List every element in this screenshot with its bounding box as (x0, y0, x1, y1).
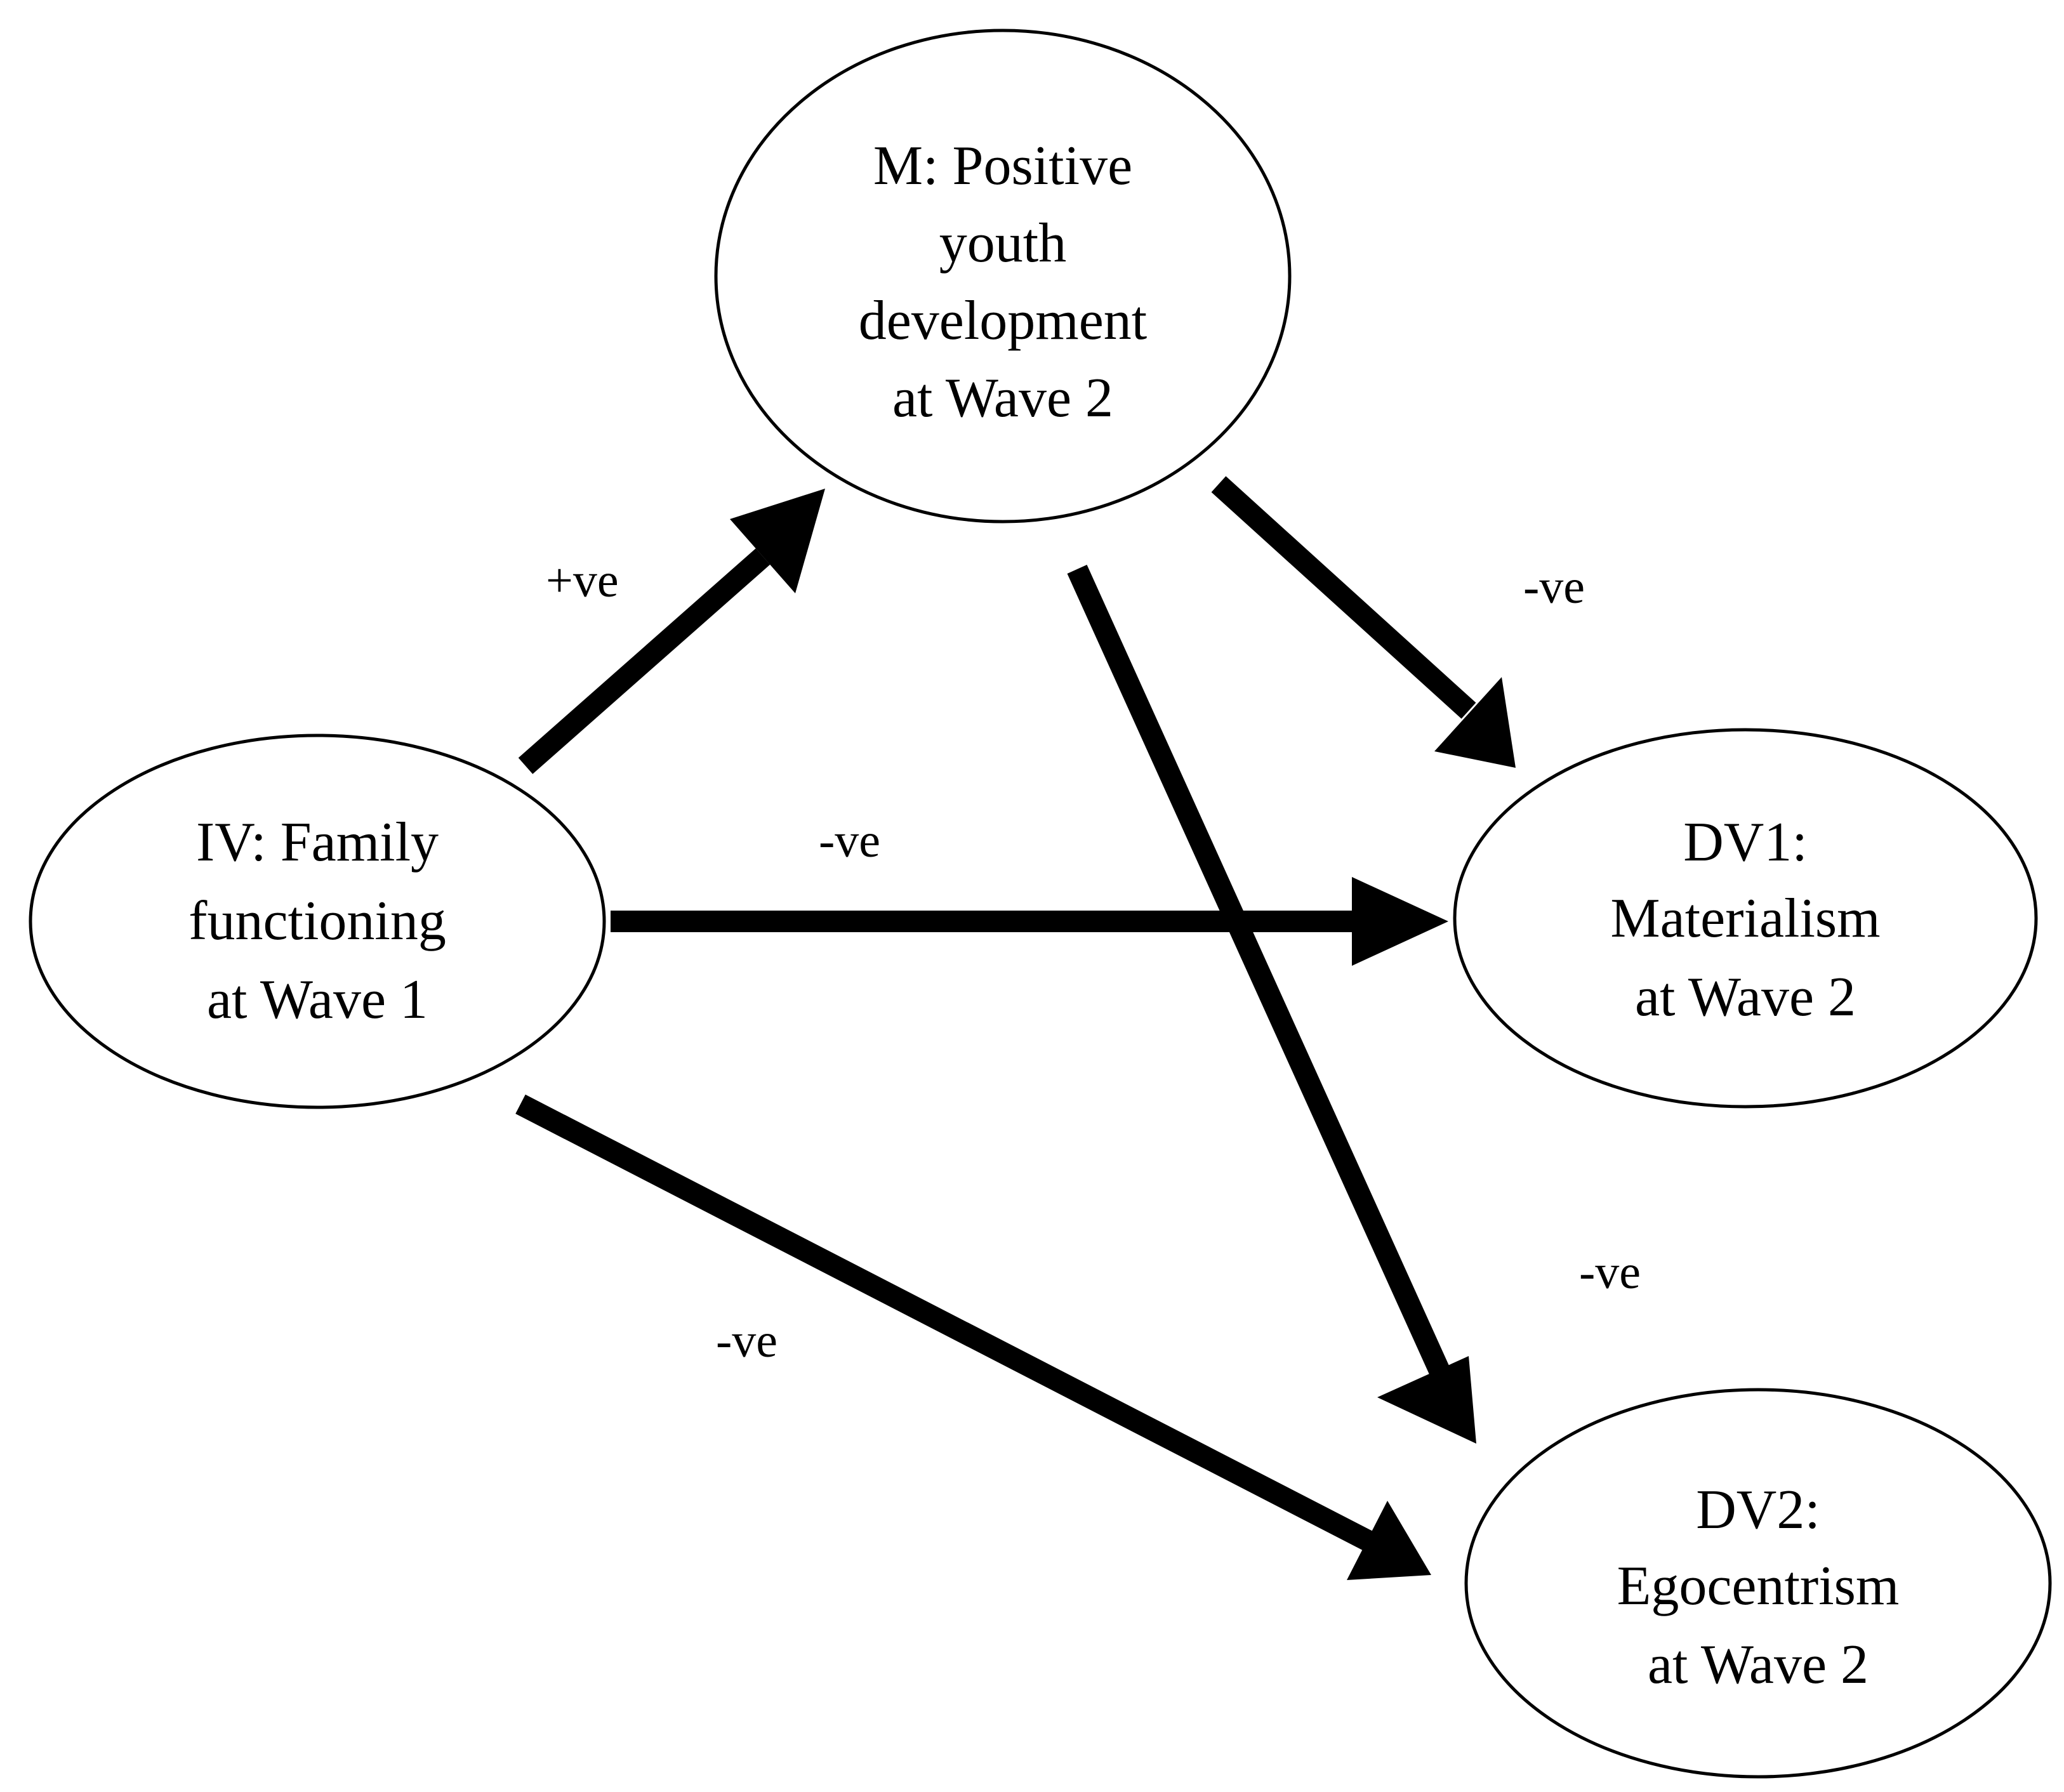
node-mediator: M: Positive youth development at Wave 2 (714, 29, 1292, 524)
dv1-line-3: at Wave 2 (1635, 966, 1856, 1028)
mediator-line-4: at Wave 2 (892, 367, 1113, 429)
node-dv1: DV1: Materialism at Wave 2 (1453, 728, 2038, 1109)
iv-line-3: at Wave 1 (207, 969, 428, 1031)
iv-line-1: IV: Family (196, 812, 439, 873)
label-iv-to-dv2: -ve (716, 1314, 777, 1367)
iv-line-2: functioning (189, 890, 446, 952)
dv1-line-1: DV1: (1683, 812, 1808, 873)
mediator-line-1: M: Positive (873, 135, 1132, 197)
dv2-line-2: Egocentrism (1617, 1555, 1900, 1617)
label-mediator-to-dv1: -ve (1523, 560, 1585, 614)
label-iv-to-dv1: -ve (819, 814, 880, 867)
arrow-iv-to-dv1 (611, 877, 1448, 966)
node-iv: IV: Family functioning at Wave 1 (29, 734, 606, 1109)
mediator-line-3: development (859, 290, 1148, 352)
label-iv-to-mediator: +ve (546, 554, 619, 607)
label-mediator-to-dv2: -ve (1579, 1246, 1641, 1299)
arrow-mediator-to-dv1 (1211, 476, 1516, 768)
dv2-line-3: at Wave 2 (1648, 1634, 1869, 1696)
dv2-line-1: DV2: (1696, 1479, 1820, 1541)
dv1-line-2: Materialism (1610, 888, 1880, 949)
mediator-line-2: youth (939, 213, 1066, 274)
arrow-iv-to-dv2 (515, 1094, 1431, 1580)
arrow-iv-to-mediator (518, 489, 825, 774)
node-dv2: DV2: Egocentrism at Wave 2 (1464, 1388, 2052, 1779)
arrow-mediator-to-dv2 (1067, 564, 1476, 1444)
